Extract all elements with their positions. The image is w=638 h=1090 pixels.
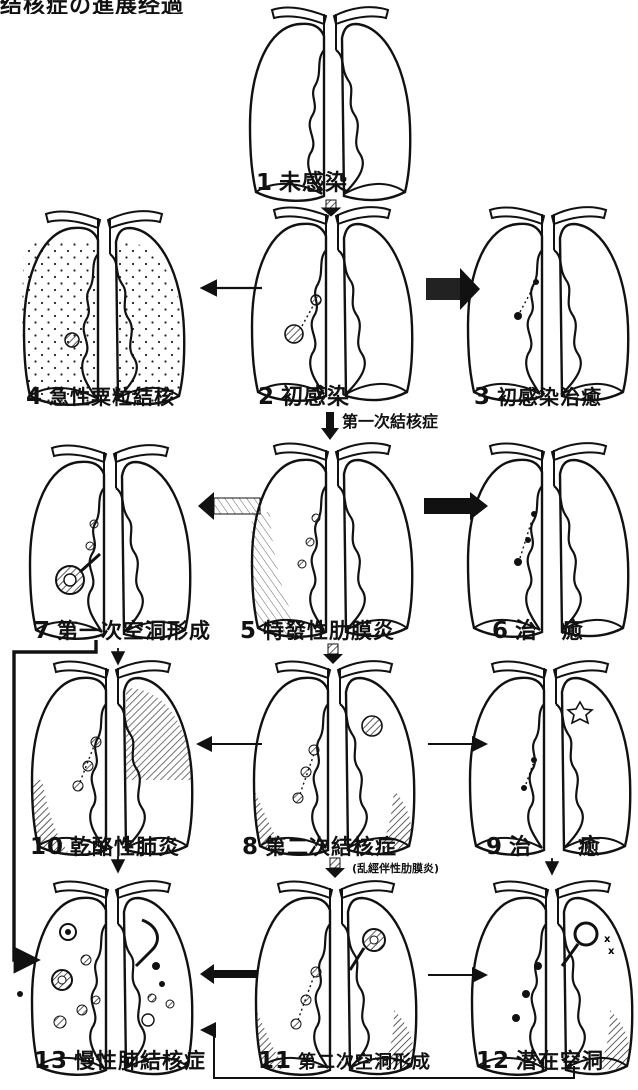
stage-2-lungs: [252, 207, 412, 401]
stage-10-lungs: [32, 661, 192, 855]
stage-12-lungs: x x: [472, 881, 632, 1075]
arrow-5-to-7: [198, 492, 260, 520]
secondary-tb-note: (乱經伴性肋膜炎): [352, 860, 439, 876]
arrow-2-to-5: [321, 412, 339, 440]
primary-tb-annotation: 第一次結核症: [342, 408, 438, 432]
stage-4-lungs: [22, 211, 184, 405]
svg-text:x: x: [608, 946, 615, 957]
arrow-2-to-3: [426, 268, 480, 310]
arrow-1-to-2: [322, 200, 340, 216]
stage-9-lungs: [470, 661, 630, 855]
svg-text:x: x: [604, 934, 611, 945]
stage-6-lungs: [468, 443, 628, 637]
stage-7-lungs: [30, 445, 190, 639]
stage-11-lungs: [256, 881, 416, 1075]
arrow-8-to-11: [325, 858, 345, 878]
stage-5-lungs: [251, 443, 412, 637]
arrow-5-to-8: [323, 644, 343, 664]
arrow-11-to-13: [200, 964, 258, 984]
stage-13-lungs: [32, 881, 192, 1075]
stage-3-lungs: [468, 207, 628, 401]
stage-8-lungs: [254, 661, 414, 855]
